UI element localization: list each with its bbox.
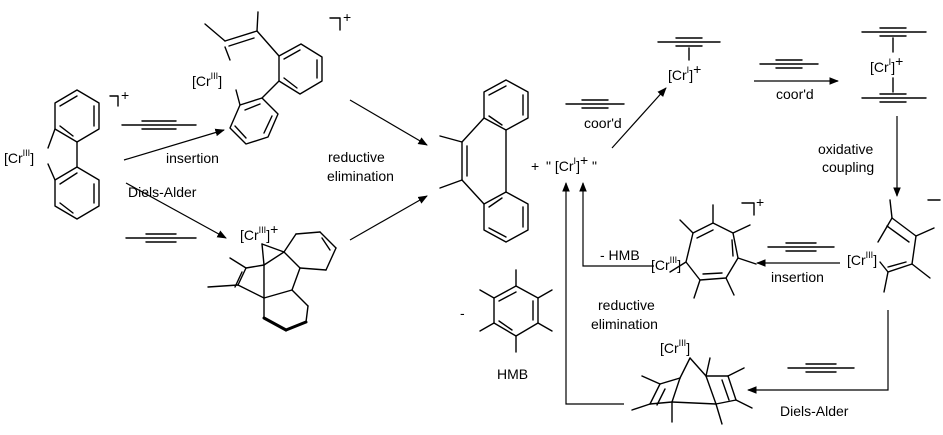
diels-alder-step-bottom: Diels-Alder (747, 310, 889, 419)
reductive-elimination-top: reductive elimination (327, 99, 428, 241)
label-reductive-elim-b2: elimination (591, 316, 658, 332)
hmb-structure: - HMB (460, 269, 553, 382)
charge-left: + (121, 87, 129, 103)
label-minus-hmb: - HMB (600, 247, 640, 263)
coord-step-2: coor'd (754, 59, 839, 102)
reductive-elimination-bottom: reductive elimination (562, 182, 658, 405)
label-diels-alder-bottom: Diels-Alder (780, 403, 849, 419)
cr1-mono-alkyne: [CrI]+ (657, 37, 721, 83)
insertion-step-top: insertion (121, 120, 225, 166)
cr1-label-mono: [CrI]+ (668, 61, 701, 83)
plus-sign: + (531, 158, 539, 174)
bicyclic-adduct: [CrIII] (631, 338, 753, 425)
label-insertion-right: insertion (771, 269, 824, 285)
oxidative-coupling-step: oxidative coupling (818, 116, 901, 197)
insertion-step-right: insertion (756, 242, 840, 285)
cr3-label-adduct: [CrIII]+ (240, 221, 278, 243)
label-reductive-elim-b1: reductive (598, 297, 655, 313)
cr1-bis-alkyne: [CrI]+ (861, 27, 927, 103)
hmb-label: HMB (497, 366, 528, 382)
dimethylphenanthrene (439, 79, 529, 243)
insertion-product: [CrIII] + (192, 9, 351, 145)
cr1-species: " [CrI]+ " (546, 152, 597, 174)
cr3-label-left: [CrIII] (4, 148, 34, 166)
chromafluorene-complex: [CrIII] + (4, 87, 129, 220)
label-reductive-elim-1: reductive (328, 149, 385, 165)
label-reductive-elim-2: elimination (327, 168, 394, 184)
label-diels-alder-left: Diels-Alder (128, 184, 197, 200)
label-coord-2: coor'd (776, 86, 814, 102)
cr1-label-bis: [CrI]+ (870, 53, 903, 75)
diels-alder-adduct: [CrIII]+ (207, 221, 337, 332)
charge-heptatriene: + (756, 194, 764, 210)
cr3-label-bicyclic: [CrIII] (660, 338, 690, 356)
coord-step-1: coor'd (565, 87, 667, 149)
cr3-label-insertion: [CrIII] (192, 71, 222, 89)
minus-label: - (460, 305, 465, 321)
chromacycloheptatriene: [CrIII] + (651, 194, 764, 299)
charge-insertion: + (343, 9, 351, 25)
diels-alder-step-left: Diels-Alder (125, 182, 227, 243)
label-coord-1: coor'd (584, 115, 622, 131)
cr3-label-metallacycle: [CrIII] (847, 250, 877, 268)
cr3-label-heptatriene: [CrIII] (651, 255, 681, 273)
label-insertion-top: insertion (166, 150, 219, 166)
minus-hmb-step: - HMB (579, 182, 654, 267)
chromacyclopentadiene: [CrIII] (847, 199, 941, 293)
label-oxcoupling-1: oxidative (818, 141, 873, 157)
label-oxcoupling-2: coupling (822, 159, 874, 175)
